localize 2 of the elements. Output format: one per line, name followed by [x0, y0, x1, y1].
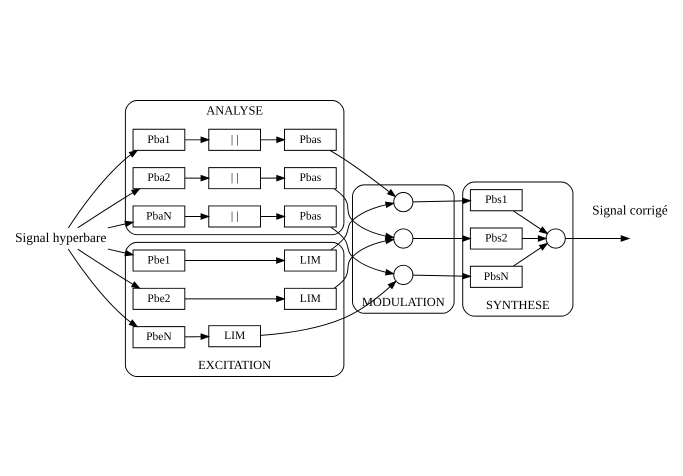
label: Signal corrigé — [592, 202, 668, 217]
node-text: Signal hyperbare — [15, 230, 106, 245]
